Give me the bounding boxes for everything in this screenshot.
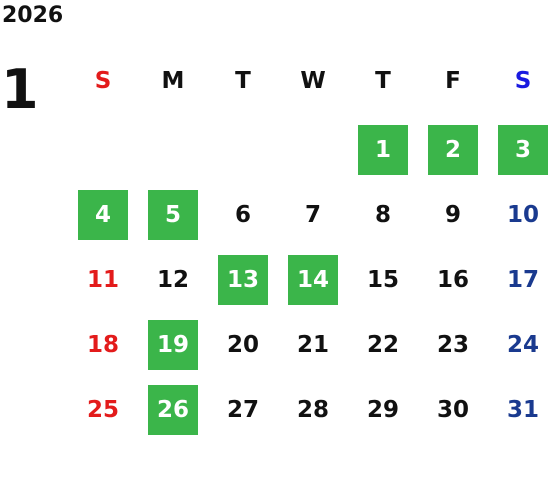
day-cell-29[interactable]: 29	[366, 397, 399, 423]
weekday-monday: M	[161, 68, 185, 94]
day-cell-14[interactable]: 14	[288, 255, 338, 305]
day-cell-23[interactable]: 23	[436, 332, 469, 358]
year-label: 2026	[2, 3, 64, 28]
day-cell-4[interactable]: 4	[78, 190, 128, 240]
day-cell-9[interactable]: 9	[444, 202, 461, 228]
weekday-header-row: S M T W T F S	[70, 60, 546, 102]
day-cell-8[interactable]: 8	[374, 202, 391, 228]
day-cell-24[interactable]: 24	[506, 332, 539, 358]
weekday-saturday: S	[514, 68, 532, 94]
day-cell-11[interactable]: 11	[86, 267, 119, 293]
day-cell-17[interactable]: 17	[506, 267, 539, 293]
day-cell-28[interactable]: 28	[296, 397, 329, 423]
day-cell-31[interactable]: 31	[506, 397, 539, 423]
month-number: 1	[1, 58, 39, 121]
day-cell-19[interactable]: 19	[148, 320, 198, 370]
day-cell-16[interactable]: 16	[436, 267, 469, 293]
day-cell-30[interactable]: 30	[436, 397, 469, 423]
day-cell-18[interactable]: 18	[86, 332, 119, 358]
weekday-wednesday: W	[300, 68, 326, 94]
day-cell-6[interactable]: 6	[234, 202, 251, 228]
day-cell-3[interactable]: 3	[498, 125, 548, 175]
day-cell-13[interactable]: 13	[218, 255, 268, 305]
day-cell-27[interactable]: 27	[226, 397, 259, 423]
weekday-tuesday: T	[235, 68, 251, 94]
day-cell-10[interactable]: 10	[506, 202, 539, 228]
day-cell-20[interactable]: 20	[226, 332, 259, 358]
day-cell-12[interactable]: 12	[156, 267, 189, 293]
day-cell-21[interactable]: 21	[296, 332, 329, 358]
day-cell-2[interactable]: 2	[428, 125, 478, 175]
day-cell-25[interactable]: 25	[86, 397, 119, 423]
day-cell-1[interactable]: 1	[358, 125, 408, 175]
day-cell-22[interactable]: 22	[366, 332, 399, 358]
weekday-friday: F	[445, 68, 461, 94]
day-cell-15[interactable]: 15	[366, 267, 399, 293]
day-cell-5[interactable]: 5	[148, 190, 198, 240]
weekday-thursday: T	[375, 68, 391, 94]
day-cell-26[interactable]: 26	[148, 385, 198, 435]
day-cell-7[interactable]: 7	[304, 202, 321, 228]
weekday-sunday: S	[94, 68, 112, 94]
